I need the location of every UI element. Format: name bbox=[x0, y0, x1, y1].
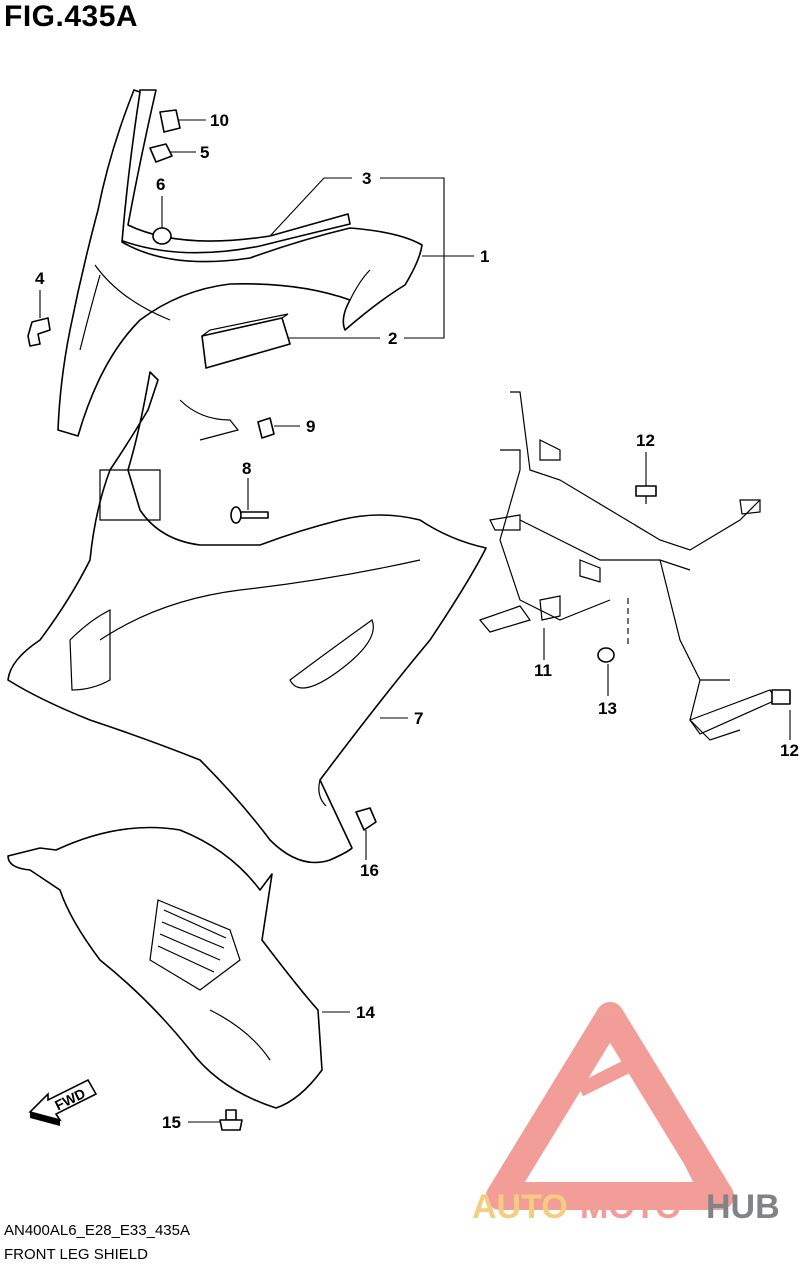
callout-2: 2 bbox=[388, 329, 397, 348]
part-15-rivet bbox=[219, 1109, 243, 1131]
callout-8: 8 bbox=[242, 459, 251, 478]
leader-lines bbox=[39, 119, 791, 1123]
part-7-leg-shield bbox=[7, 371, 487, 864]
callout-10: 10 bbox=[210, 111, 229, 130]
logo-text-moto: MOTO bbox=[580, 1188, 681, 1226]
callout-6: 6 bbox=[156, 175, 165, 194]
model-code: AN400AL6_E28_E33_435A bbox=[4, 1222, 190, 1239]
automotohub-logo: AUTO MOTO HUB bbox=[472, 1002, 780, 1226]
part-12-bolt-right bbox=[771, 689, 791, 705]
part-11-frame-bracket bbox=[478, 391, 777, 741]
part-4-clip bbox=[27, 317, 51, 347]
part-2-pad bbox=[201, 313, 291, 369]
callout-9: 9 bbox=[306, 417, 315, 436]
callout-1: 1 bbox=[480, 247, 489, 266]
logo-text-hub: HUB bbox=[706, 1188, 780, 1226]
part-6-grommet bbox=[152, 227, 172, 245]
fwd-arrow-icon: FWD bbox=[28, 1078, 98, 1126]
part-13-grommet bbox=[597, 598, 629, 663]
callout-13: 13 bbox=[598, 699, 617, 718]
fwd-label: FWD bbox=[52, 1085, 88, 1113]
part-14-inner-cover bbox=[7, 826, 323, 1109]
part-8-screw bbox=[230, 506, 269, 524]
part-10-nut bbox=[159, 109, 181, 133]
part-5-clip bbox=[149, 143, 173, 163]
callout-11: 11 bbox=[534, 661, 552, 680]
part-3-trim-strip bbox=[119, 89, 351, 254]
callout-4: 4 bbox=[35, 269, 45, 288]
part-12-bolt-top bbox=[635, 485, 657, 504]
callout-12-top: 12 bbox=[636, 431, 655, 450]
callout-16: 16 bbox=[360, 861, 379, 880]
callout-3: 3 bbox=[362, 169, 371, 188]
part-9-clip bbox=[257, 417, 275, 439]
logo-text-auto: AUTO bbox=[472, 1188, 568, 1226]
part-1-front-cover bbox=[57, 89, 423, 437]
figure-title: FIG.435A bbox=[4, 0, 139, 33]
callout-7: 7 bbox=[414, 709, 423, 728]
part-16-clip bbox=[355, 807, 377, 831]
callout-5: 5 bbox=[200, 143, 209, 162]
callout-14: 14 bbox=[356, 1003, 375, 1022]
section-name: FRONT LEG SHIELD bbox=[4, 1246, 148, 1263]
callout-12-right: 12 bbox=[780, 741, 799, 760]
callout-15: 15 bbox=[162, 1113, 181, 1132]
